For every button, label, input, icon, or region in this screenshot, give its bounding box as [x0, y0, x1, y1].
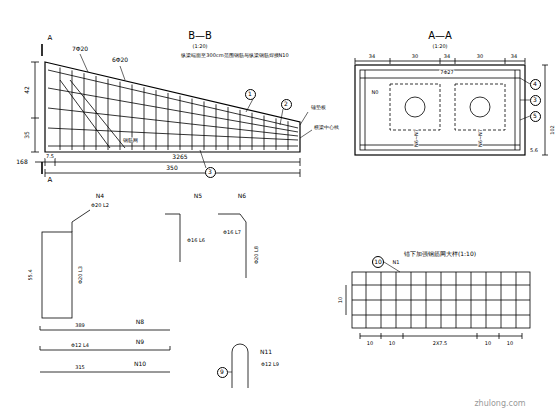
drawing-label: 横梁中心线 — [313, 125, 340, 130]
drawing-label: 7Φ27 — [439, 70, 454, 75]
drawing-label: 168 — [15, 159, 28, 165]
callout-number: 5 — [533, 113, 537, 119]
drawing-label: N6 — [237, 193, 247, 199]
anchor-plate — [455, 84, 505, 130]
callout-circle: 3 — [205, 167, 216, 178]
drawing-label: 42 — [24, 85, 30, 95]
drawing-label: N4 — [95, 193, 105, 199]
drawing-label: 6Φ20 — [111, 57, 129, 63]
duct — [470, 97, 490, 117]
drawing-label: N9 — [135, 339, 145, 345]
beam-outline — [45, 62, 300, 152]
anchor-plate — [390, 84, 440, 130]
drawing-label: Φ12 L9 — [260, 362, 280, 367]
drawing-label: 10 — [506, 341, 514, 346]
drawing-label: Φ12 L4 — [70, 343, 90, 348]
reinforcing-mesh — [352, 272, 530, 328]
drawing-label: 10 — [338, 296, 343, 304]
drawing-label: 30 — [411, 54, 419, 59]
drawing-label: 3265 — [171, 154, 188, 160]
callout-number: 3 — [533, 97, 537, 103]
drawing-label: N10 — [133, 361, 147, 367]
drawing-label: Φ20 L2 — [90, 203, 110, 208]
callout-number: 4 — [533, 81, 537, 87]
callout-circle: 10 — [372, 256, 385, 269]
dimension-lines — [355, 58, 548, 155]
drawing-label: 钢筋网 — [122, 138, 139, 143]
stirrup — [360, 70, 520, 150]
leader-lines — [80, 54, 312, 168]
drawing-label: 34 — [510, 54, 518, 59]
callout-circle: 2 — [281, 99, 292, 110]
drawing-label: 2X7.5 — [432, 341, 449, 346]
section-marks — [41, 44, 43, 174]
drawing-label: N8 — [135, 319, 145, 325]
drawing-label: 30 — [476, 54, 484, 59]
callout-circle: 9 — [217, 367, 228, 378]
drawing-label: 102 — [550, 124, 555, 136]
drawing-label: N11 — [259, 349, 273, 355]
drawing-label: (1:20) — [191, 44, 208, 49]
drawing-label: 10 — [366, 341, 374, 346]
drawing-label: N5 — [193, 193, 203, 199]
callout-number: 10 — [374, 259, 382, 265]
drawing-label: 389 — [74, 323, 86, 328]
drawing-label: 34 — [368, 54, 376, 59]
drawing-label: 锚垫板 — [310, 105, 327, 110]
drawing-label: Φ16 L7 — [222, 230, 242, 235]
drawing-label: 55.4 — [28, 268, 33, 281]
drawing-label: 10 — [388, 341, 396, 346]
mesh-outline — [352, 272, 530, 328]
drawing-label: 350 — [165, 165, 178, 171]
callout-circle: 1 — [245, 89, 256, 100]
callout-circle: 5 — [530, 111, 541, 122]
drawing-label: 35 — [24, 130, 30, 140]
callout-circle: 4 — [530, 79, 541, 90]
leader-lines — [520, 78, 530, 120]
drawing-label: (1:20) — [431, 44, 448, 49]
drawing-label: 7Φ20 — [71, 46, 89, 52]
callout-number: 9 — [220, 369, 224, 375]
drawing-label: 34 — [443, 54, 451, 59]
callout-number: 1 — [248, 91, 252, 97]
drawing-label: A — [47, 35, 54, 42]
drawing-label: 7.5 — [45, 154, 55, 159]
drawing-label: 10 — [484, 341, 492, 346]
section-outline — [355, 65, 525, 155]
bar-details — [40, 210, 248, 388]
drawing-label: 315 — [74, 365, 86, 370]
drawing-label: N6~N7 — [478, 128, 483, 148]
drawing-label: 5.6 — [529, 148, 539, 153]
drawing-label: zhulong.com — [473, 400, 526, 408]
callout-number: 2 — [284, 101, 288, 107]
drawing-label: Φ16 L6 — [186, 238, 206, 243]
duct — [405, 97, 425, 117]
drawing-label: A — [47, 177, 54, 184]
drawing-label: B—B — [187, 31, 213, 41]
drawing-label: N1 — [392, 260, 401, 265]
drawing-label: Φ20 L3 — [78, 265, 83, 285]
dimension-lines — [31, 62, 300, 177]
callout-circle: 3 — [530, 95, 541, 106]
drawing-label: A—A — [427, 31, 453, 41]
callout-number: 3 — [208, 169, 212, 175]
tendon-bars — [48, 70, 298, 148]
dimension-lines — [346, 285, 522, 339]
drawing-label: 纵梁端面至300cm范围钢筋与纵梁钢筋焊接N10 — [180, 53, 289, 58]
drawing-label: N6~N7 — [414, 128, 419, 148]
drawing-label: 锚下加强钢筋网大样(1:10) — [403, 251, 477, 257]
drawing-label: N0 — [371, 90, 380, 95]
drawing-label: Φ20 L8 — [254, 245, 259, 265]
